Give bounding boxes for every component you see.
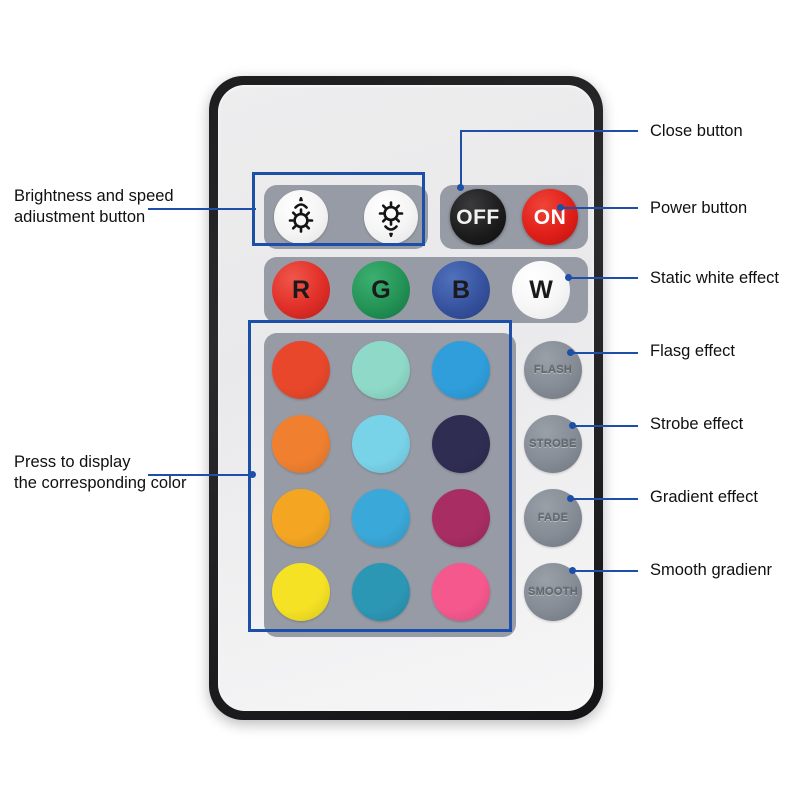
leader-line-flash <box>570 352 638 354</box>
leader-line-power <box>560 207 638 209</box>
leader-dot-power <box>557 204 564 211</box>
leader-dot-static-white <box>565 274 572 281</box>
color-swatch-10[interactable] <box>272 563 330 621</box>
leader-line-brightness <box>148 208 256 210</box>
callout-press-color: Press to display the corresponding color <box>14 453 187 493</box>
callout-gradient: Gradient effect <box>650 488 758 506</box>
color-swatch-6[interactable] <box>432 415 490 473</box>
callout-strobe: Strobe effect <box>650 415 744 433</box>
callout-flash: Flasg effect <box>650 342 735 360</box>
leader-dot-press-color <box>249 471 256 478</box>
leader-line-gradient <box>570 498 638 500</box>
color-swatch-9[interactable] <box>432 489 490 547</box>
callout-brightness: Brightness and speed adiustment button <box>14 187 174 227</box>
color-swatch-5[interactable] <box>352 415 410 473</box>
white-button[interactable]: W <box>512 261 570 319</box>
callout-close: Close button <box>650 122 743 140</box>
color-swatch-12[interactable] <box>432 563 490 621</box>
callout-static-white: Static white effect <box>650 269 780 287</box>
callout-smooth: Smooth gradienr <box>650 561 772 579</box>
leader-dot-close <box>457 184 464 191</box>
leader-line-static-white <box>568 277 638 279</box>
color-swatch-7[interactable] <box>272 489 330 547</box>
leader-dot-strobe <box>569 422 576 429</box>
on-button[interactable]: ON <box>522 189 578 245</box>
callout-power: Power button <box>650 199 748 217</box>
brightness-highlight-box <box>252 172 425 246</box>
color-swatch-8[interactable] <box>352 489 410 547</box>
leader-line-close-horizontal <box>460 130 638 132</box>
leader-line-strobe <box>572 425 638 427</box>
leader-dot-gradient <box>567 495 574 502</box>
leader-dot-smooth <box>569 567 576 574</box>
leader-line-press-color <box>148 474 252 476</box>
color-swatch-1[interactable] <box>272 341 330 399</box>
red-button[interactable]: R <box>272 261 330 319</box>
color-grid-highlight-box <box>248 320 512 632</box>
sun-decrease-icon <box>378 201 404 237</box>
blue-button[interactable]: B <box>432 261 490 319</box>
leader-line-smooth <box>572 570 638 572</box>
brightness-up-button[interactable] <box>274 190 328 244</box>
off-button[interactable]: OFF <box>450 189 506 245</box>
sun-increase-icon <box>288 197 314 233</box>
color-swatch-2[interactable] <box>352 341 410 399</box>
remote-control-body: OFF ON R G B W FLASH STROBE F <box>209 76 603 720</box>
leader-dot-flash <box>567 349 574 356</box>
brightness-down-button[interactable] <box>364 190 418 244</box>
leader-line-close-vertical <box>460 130 462 188</box>
color-swatch-3[interactable] <box>432 341 490 399</box>
color-swatch-4[interactable] <box>272 415 330 473</box>
green-button[interactable]: G <box>352 261 410 319</box>
remote-face: OFF ON R G B W FLASH STROBE F <box>218 85 594 711</box>
color-swatch-11[interactable] <box>352 563 410 621</box>
